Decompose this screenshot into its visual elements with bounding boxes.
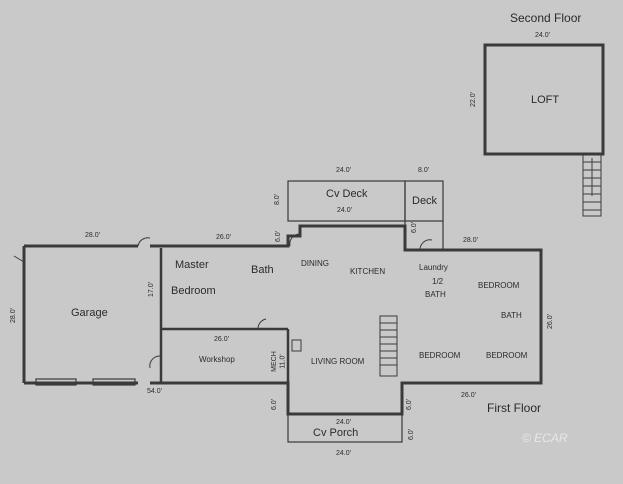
garage-left-dim: 28.0' — [9, 308, 17, 323]
garage-top-dim: 28.0' — [85, 232, 100, 239]
porch-top-dim: 24.0' — [336, 419, 351, 426]
master-label: Master — [175, 259, 209, 271]
master-bedroom-label: Bedroom — [171, 285, 216, 297]
loft-label: LOFT — [531, 94, 560, 106]
bedroom-ne-label: BEDROOM — [478, 281, 520, 290]
workshop-top-dim: 26.0' — [214, 336, 229, 343]
bedroom-s2-label: BEDROOM — [486, 351, 528, 360]
porch-left-dim: 6.0' — [271, 398, 279, 411]
garage-label: Garage — [71, 307, 108, 319]
bottom-left-dim: 54.0' — [147, 388, 162, 395]
workshop-label: Workshop — [199, 355, 235, 364]
loft-height-dim: 22.0' — [469, 92, 477, 107]
deck-top-dim: 8.0' — [418, 167, 430, 174]
master-height-dim: 17.0' — [147, 282, 155, 297]
cv-deck-label: Cv Deck — [326, 188, 368, 200]
loft-outline — [483, 43, 605, 156]
porch-right-dim: 6.0' — [406, 398, 414, 411]
half-bath-label: BATH — [425, 290, 446, 299]
dining-notch-dim: 6.0' — [275, 230, 283, 243]
garage-doors — [35, 378, 136, 386]
porch-outline — [287, 413, 403, 443]
dining-label: DINING — [301, 259, 329, 268]
cvdeck-inner-dim: 24.0' — [337, 207, 352, 214]
mech-width-dim: 11.0' — [279, 354, 287, 369]
deck-label: Deck — [412, 195, 438, 207]
bottom-right-dim: 26.0' — [461, 392, 476, 399]
mech-fixture — [291, 339, 302, 352]
first-floor-title: First Floor — [487, 401, 541, 415]
loft-width-dim: 24.0' — [535, 32, 550, 39]
master-top-dim: 26.0' — [216, 234, 231, 241]
first-floor-outline — [22, 224, 543, 416]
deck-height-dim: 6.0' — [411, 221, 419, 234]
east-height-dim: 26.0' — [546, 314, 554, 329]
bath-east-label: BATH — [501, 311, 522, 320]
east-top-dim: 28.0' — [463, 237, 478, 244]
living-room-label: LIVING ROOM — [311, 357, 365, 366]
second-floor-title: Second Floor — [510, 11, 582, 25]
porch-right2-dim: 6.0' — [408, 428, 416, 441]
cvdeck-top-dim: 24.0' — [336, 167, 351, 174]
cv-porch-label: Cv Porch — [313, 427, 359, 439]
door-swings — [13, 233, 433, 369]
main-stairs — [379, 315, 398, 377]
bedroom-s1-label: BEDROOM — [419, 351, 461, 360]
porch-bottom-dim: 24.0' — [336, 450, 351, 457]
watermark: © ECAR — [522, 431, 568, 445]
mech-label: MECH — [270, 351, 278, 372]
master-bath-label: Bath — [251, 264, 274, 276]
kitchen-label: KITCHEN — [350, 267, 386, 276]
half-label: 1/2 — [432, 277, 444, 286]
laundry-label: Laundry — [419, 263, 448, 272]
cvdeck-height-dim: 8.0' — [274, 193, 282, 206]
loft-stairs — [582, 153, 602, 217]
